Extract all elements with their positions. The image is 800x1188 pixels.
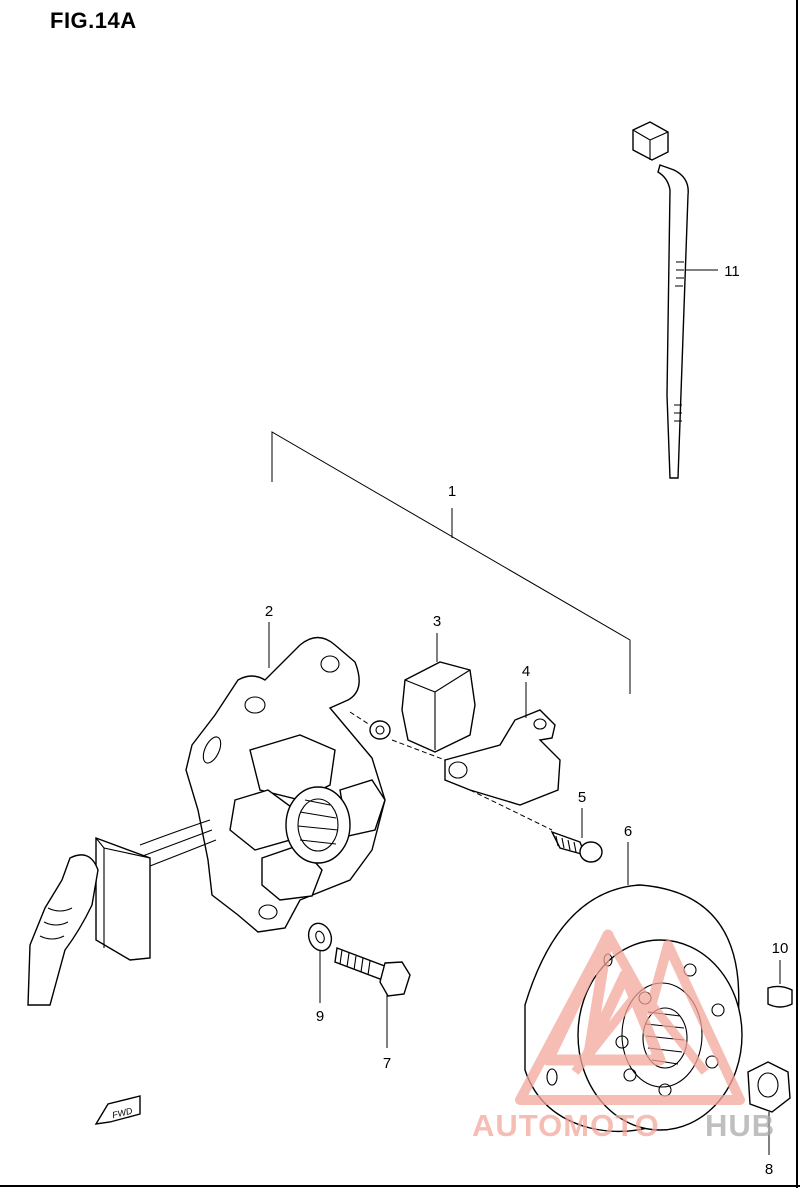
fwd-label: FWD	[111, 1106, 134, 1121]
part-bolt	[334, 947, 411, 997]
callout-11: 11	[724, 263, 740, 280]
alignment-lines	[349, 711, 553, 831]
part-stator	[27, 636, 386, 1006]
callout-9: 9	[316, 1008, 324, 1025]
part-boot	[369, 661, 476, 753]
part-screw	[550, 830, 603, 863]
callout-2: 2	[265, 603, 273, 620]
part-key	[767, 985, 793, 1008]
watermark-logo-triangle	[515, 930, 745, 1105]
watermark-logo-inner	[571, 985, 709, 1075]
part-nut	[747, 1061, 791, 1113]
callout-6: 6	[624, 823, 632, 840]
part-washer	[307, 922, 333, 952]
callout-4: 4	[522, 663, 530, 680]
watermark: AUTOMOTO HUB	[472, 929, 775, 1143]
fwd-marker: FWD	[94, 1095, 141, 1125]
part-cable-tie	[632, 121, 689, 479]
figure-title: FIG.14A	[50, 8, 137, 33]
callout-10: 10	[772, 940, 789, 957]
watermark-text-primary: AUTOMOTO	[472, 1108, 660, 1143]
watermark-text-secondary: HUB	[705, 1108, 775, 1143]
callouts: 1 2 3 4 5 6 7 8 9 10 11	[265, 263, 789, 1178]
callout-7: 7	[383, 1055, 391, 1072]
assembly-bracket	[271, 431, 631, 694]
callout-3: 3	[433, 613, 441, 630]
callout-1: 1	[448, 483, 456, 500]
callout-8: 8	[765, 1161, 773, 1178]
callout-5: 5	[578, 789, 586, 806]
